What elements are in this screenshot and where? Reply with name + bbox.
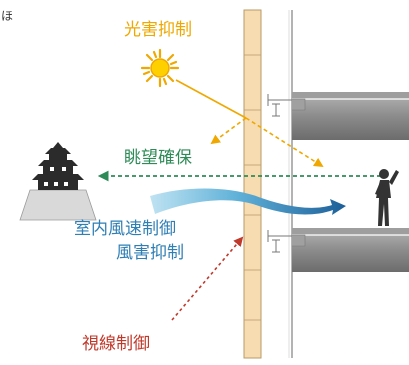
sun-icon: [140, 48, 180, 88]
person-icon: [375, 169, 399, 226]
upper-floor-slab: [267, 92, 409, 140]
light-pollution-label: 光害抑制: [124, 20, 192, 40]
wind-flow-arrow: [150, 188, 346, 215]
louver-column: [243, 9, 262, 359]
wind-damage-label: 風害抑制: [116, 243, 184, 263]
facade-line: [288, 10, 293, 358]
wind-speed-label: 室内風速制御: [74, 219, 176, 239]
sight-label: 視線制御: [82, 334, 150, 354]
light-rays: [175, 79, 324, 168]
lower-floor-slab: [267, 228, 409, 272]
corner-text: ほ: [1, 9, 14, 23]
castle-icon: [19, 142, 97, 221]
view-label: 眺望確保: [124, 148, 192, 168]
